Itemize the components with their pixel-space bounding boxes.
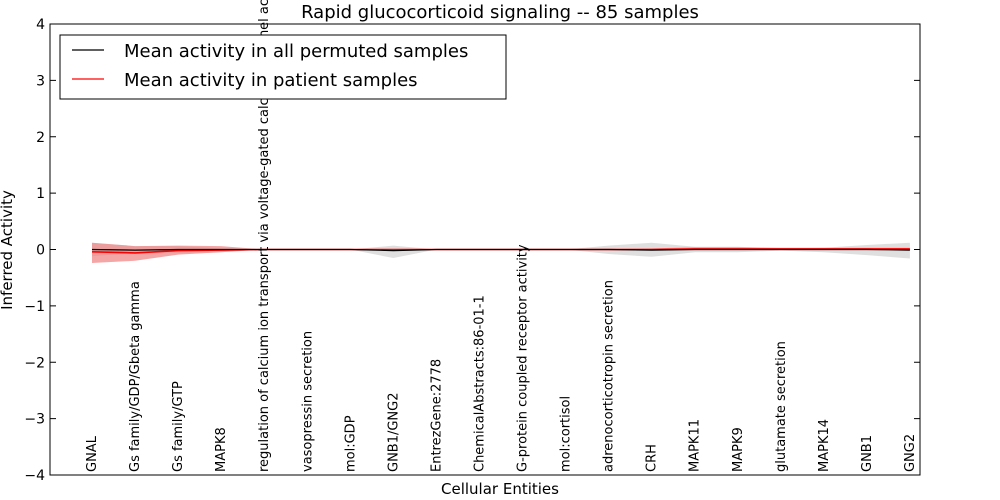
legend-label-patient: Mean activity in patient samples <box>124 70 418 91</box>
series-line-0 <box>91 248 910 252</box>
x-tick-label: GNB1 <box>860 435 875 472</box>
y-tick-label: −2 <box>24 355 45 371</box>
legend: Mean activity in all permuted samples Me… <box>59 34 507 100</box>
x-tick-label: Gs family/GDP/Gbeta gamma <box>128 281 143 472</box>
x-tick-label: regulation of calcium ion transport via … <box>257 0 272 472</box>
y-axis: −4 −3 −2 −1 0 1 2 3 4 <box>24 17 920 484</box>
x-tick-label: GNB1/GNG2 <box>386 392 401 472</box>
x-tick-label: mol:cortisol <box>559 396 574 472</box>
x-tick-label: glutamate secretion <box>774 341 789 472</box>
x-tick-label: EntrezGene:2778 <box>429 359 444 472</box>
y-tick-label: −1 <box>24 299 45 315</box>
x-tick-label: GNG2 <box>903 434 918 472</box>
x-tick-label: GNAL <box>85 435 100 472</box>
y-tick-label: 2 <box>36 130 45 146</box>
x-tick-label: MAPK14 <box>817 419 832 472</box>
y-tick-label: 0 <box>36 243 45 259</box>
legend-box <box>59 34 507 100</box>
legend-label-permuted: Mean activity in all permuted samples <box>124 41 468 62</box>
y-axis-label: Inferred Activity <box>0 190 16 310</box>
x-axis-label: Cellular Entities <box>441 480 559 498</box>
x-tick-label: adrenocorticotropin secretion <box>602 280 617 472</box>
y-tick-label: 4 <box>36 17 45 33</box>
y-tick-label: 1 <box>36 186 45 202</box>
y-tick-label: 3 <box>36 73 45 89</box>
x-tick-label: MAPK9 <box>731 427 746 472</box>
chart-title: Rapid glucocorticoid signaling -- 85 sam… <box>301 2 699 23</box>
x-tick-labels: GNAL Gs family/GDP/Gbeta gamma Gs family/G… <box>85 0 918 472</box>
x-tick-label: MAPK11 <box>688 419 703 472</box>
x-tick-label: MAPK8 <box>214 427 229 472</box>
x-tick-label: CRH <box>645 444 660 472</box>
series-lines <box>91 248 910 254</box>
x-tick-label: vasopressin secretion <box>300 331 315 472</box>
series-band-1 <box>92 242 910 263</box>
x-tick-label: mol:GDP <box>343 415 358 472</box>
x-tick-label: Gs family/GTP <box>171 381 186 472</box>
x-tick-label: G-protein coupled receptor activity <box>516 244 531 472</box>
x-tick-label: ChemicalAbstracts:86-01-1 <box>472 295 487 472</box>
y-tick-label: −3 <box>24 412 45 428</box>
y-tick-label: −4 <box>24 468 45 484</box>
series-band-0 <box>92 242 910 259</box>
confidence-bands <box>92 242 910 263</box>
